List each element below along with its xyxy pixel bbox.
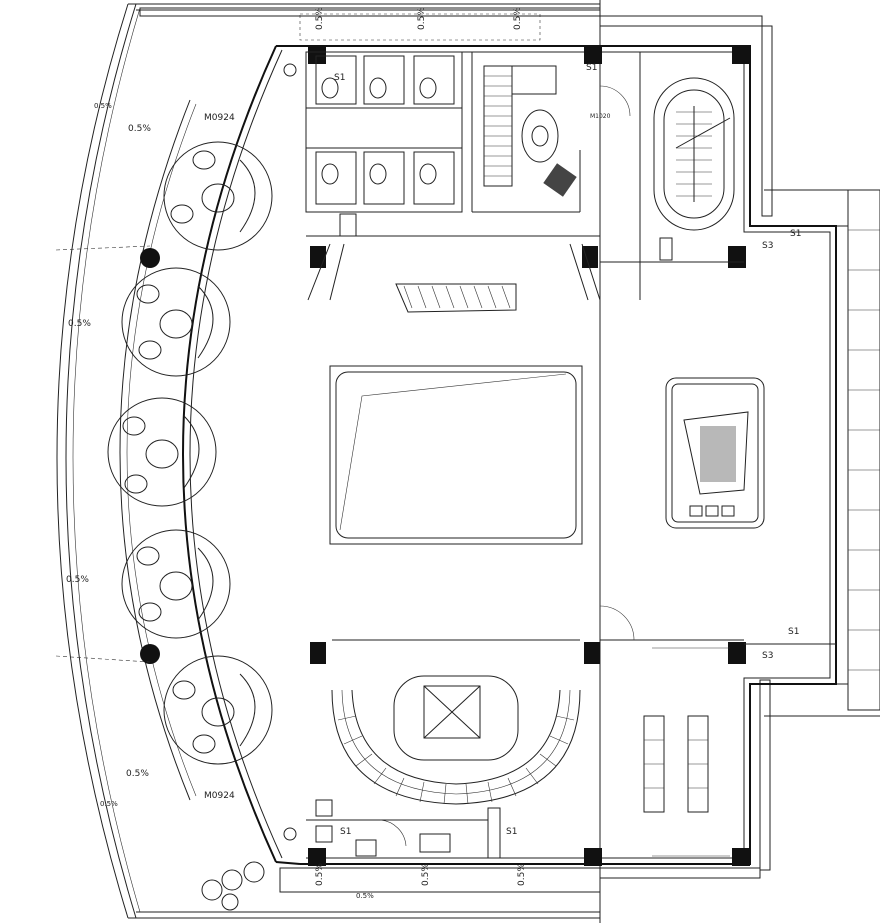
- tag-label: S1: [790, 229, 801, 239]
- slope-labels: 0.5% 0.5% 0.5% 0.5% 0.5% 0.5% 0.5% 0.5% …: [66, 7, 527, 900]
- lounge-seating: [107, 141, 273, 765]
- tag-label: S3: [762, 651, 773, 661]
- terrace-railing-top: [139, 7, 773, 217]
- door-label: M1020: [590, 113, 611, 120]
- model-display: [665, 377, 765, 529]
- lower-left-rooms: [306, 799, 501, 859]
- atrium-void: [329, 365, 583, 545]
- terrace-railing-bottom: [279, 679, 771, 893]
- slope-label: 0.5%: [315, 863, 325, 886]
- slope-label: 0.5%: [513, 7, 523, 30]
- terrace-railing-east: [599, 0, 880, 923]
- slope-label: 0.5%: [315, 7, 325, 30]
- curved-grand-stair: [331, 639, 581, 805]
- slope-label: 0.5%: [126, 769, 149, 779]
- restroom-block: [305, 51, 600, 237]
- slope-label: 0.5%: [68, 319, 91, 329]
- building-walls: [119, 45, 837, 865]
- tag-label: S1: [340, 827, 351, 837]
- tag-label: S1: [506, 827, 517, 837]
- slope-arrows: [55, 63, 297, 841]
- structural-columns: [140, 46, 750, 866]
- slope-label: 0.5%: [66, 575, 89, 585]
- door-label: M0924: [204, 791, 235, 801]
- slope-label: 0.5%: [417, 7, 427, 30]
- slope-label: 0.5%: [100, 800, 118, 808]
- planter-shrubs: [201, 861, 265, 911]
- door-label: M0924: [204, 113, 235, 123]
- slope-label: 0.5%: [128, 124, 151, 134]
- slope-label: 0.5%: [94, 102, 112, 110]
- meeting-room: [599, 231, 836, 857]
- door-labels: M0924 M0924 M1020: [204, 113, 611, 801]
- oval-stair: [600, 52, 744, 300]
- service-stair: [471, 52, 631, 213]
- slope-label: 0.5%: [421, 863, 431, 886]
- tag-label: S3: [762, 241, 773, 251]
- feature-planter: [307, 243, 601, 313]
- slope-label: 0.5%: [517, 863, 527, 886]
- slope-label: 0.5%: [356, 892, 374, 900]
- tag-label: S1: [788, 627, 799, 637]
- tag-labels: S1 S1 S1 S1 S1 S3 S3 S1: [334, 63, 801, 837]
- tag-label: S1: [586, 63, 597, 73]
- tag-label: S1: [334, 73, 345, 83]
